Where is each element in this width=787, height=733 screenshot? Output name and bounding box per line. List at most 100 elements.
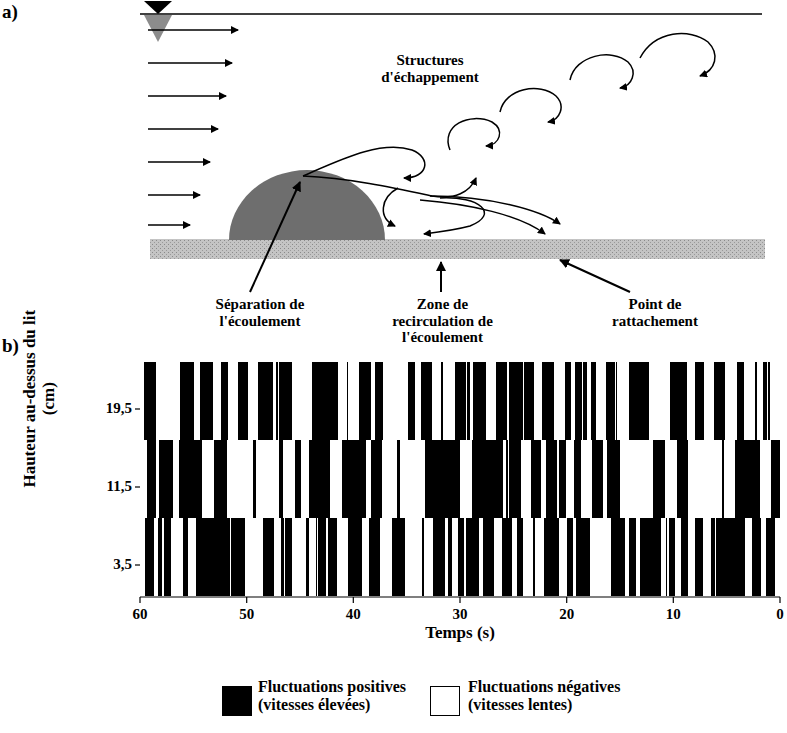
axis-tick-label: 11,5: [70, 478, 132, 495]
fluctuation-bar: [559, 440, 566, 518]
fluctuation-bar: [763, 362, 767, 440]
fluctuation-bar: [506, 440, 508, 518]
fluctuation-bar: [576, 518, 590, 596]
fluctuation-bar: [347, 362, 348, 440]
fluctuation-bar: [328, 518, 337, 596]
axis-tick-label: 19,5: [70, 400, 132, 417]
fluctuation-bar: [714, 362, 725, 440]
fluctuation-bar: [565, 362, 571, 440]
fluctuation-bar: [263, 518, 274, 596]
fluctuation-bar: [752, 518, 761, 596]
fluctuation-bar: [392, 518, 405, 596]
fluctuation-bar: [164, 518, 171, 596]
fluctuation-bar: [441, 362, 443, 440]
surface-symbol: [144, 1, 172, 14]
fluctuation-bar: [591, 362, 596, 440]
fluctuation-bar: [279, 362, 292, 440]
callout-label: Point de rattachement: [590, 296, 720, 329]
fluctuation-bar: [433, 518, 445, 596]
fluctuation-bar: [359, 362, 371, 440]
fluctuation-bar: [722, 440, 724, 518]
obstacle: [229, 170, 385, 240]
axis-title: Hauteur au-dessus du lit (cm): [21, 299, 58, 499]
fluctuation-bar: [253, 440, 256, 518]
fluctuation-bar: [567, 518, 573, 596]
fluctuation-bar: [295, 440, 301, 518]
fluctuation-bar: [496, 362, 507, 440]
fluctuation-bar: [183, 518, 188, 596]
fluctuation-bar: [312, 362, 338, 440]
axis-tick-label: 20: [547, 606, 587, 623]
fluctuation-bar: [629, 362, 649, 440]
fluctuation-bar: [517, 518, 523, 596]
fluctuation-bar: [285, 518, 292, 596]
fluctuation-bar: [533, 518, 535, 596]
fluctuation-bar: [180, 362, 194, 440]
fluctuation-bar: [342, 440, 366, 518]
surface-symbol: [144, 15, 172, 42]
fluctuation-bar: [771, 440, 780, 518]
fluctuation-bar: [755, 362, 757, 440]
velocity-arrows: [148, 30, 238, 225]
fluctuation-bar: [735, 440, 760, 518]
fluctuation-bar: [531, 440, 541, 518]
leader-lines: [250, 182, 630, 292]
flow-lines: [303, 34, 715, 234]
fluctuation-bar: [375, 362, 383, 440]
fluctuation-bar: [502, 518, 512, 596]
fluctuation-bar: [544, 518, 559, 596]
axis-tick-label: 10: [653, 606, 693, 623]
fluctuation-bar: [281, 518, 284, 596]
fluctuation-bar: [583, 362, 587, 440]
fluctuation-bar: [179, 440, 202, 518]
fluctuation-bar: [542, 362, 554, 440]
river-bed: [150, 239, 765, 259]
fluctuation-bar: [653, 440, 665, 518]
fluctuation-bar: [766, 518, 775, 596]
fluctuation-bar: [371, 440, 382, 518]
fluctuation-bar: [611, 518, 625, 596]
fluctuation-bar: [695, 362, 704, 440]
axis-tick-label: 50: [227, 606, 267, 623]
fluctuation-bar: [214, 440, 227, 518]
fluctuation-bar: [575, 362, 582, 440]
fluctuation-bar: [316, 518, 317, 596]
fluctuation-bar: [421, 362, 432, 440]
fluctuation-bar: [629, 518, 636, 596]
fluctuation-bar: [425, 440, 460, 518]
water-surface: [140, 13, 762, 15]
fluctuation-bar: [467, 362, 470, 440]
fluctuation-bar: [422, 518, 424, 596]
fluctuation-bar: [221, 362, 228, 440]
fluctuation-bar: [716, 518, 745, 596]
fluctuation-bar: [306, 518, 309, 596]
axis-tick-label: 60: [120, 606, 160, 623]
fluctuation-bar: [592, 440, 603, 518]
fluctuation-bar: [147, 440, 156, 518]
fluctuation-bar: [524, 362, 534, 440]
fluctuation-bar: [458, 518, 464, 596]
fluctuation-bar: [309, 440, 330, 518]
axis-tick-label: 3,5: [70, 556, 132, 573]
callout-label: Zone de recirculation de l'écoulement: [380, 296, 505, 346]
axis-title: Temps (s): [380, 624, 540, 643]
legend-text: Fluctuations positives (vitesses élevées…: [258, 678, 418, 713]
legend-swatch: [430, 686, 460, 716]
fluctuation-bar: [159, 440, 173, 518]
callout-label: Structures d'échappement: [360, 52, 500, 85]
fluctuation-bar: [483, 518, 494, 596]
fluctuation-bar: [279, 440, 283, 518]
fluctuation-bar: [670, 362, 687, 440]
fluctuation-bar: [448, 518, 452, 596]
fluctuation-bar: [348, 518, 362, 596]
axis-tick-label: 0: [760, 606, 787, 623]
fluctuation-bar: [737, 362, 744, 440]
fluctuation-bar: [695, 518, 703, 596]
fluctuation-bar: [408, 362, 415, 440]
fluctuation-bar: [472, 440, 503, 518]
fluctuation-bar: [509, 362, 523, 440]
legend-swatch: [222, 686, 252, 716]
fluctuation-bar: [196, 518, 230, 596]
